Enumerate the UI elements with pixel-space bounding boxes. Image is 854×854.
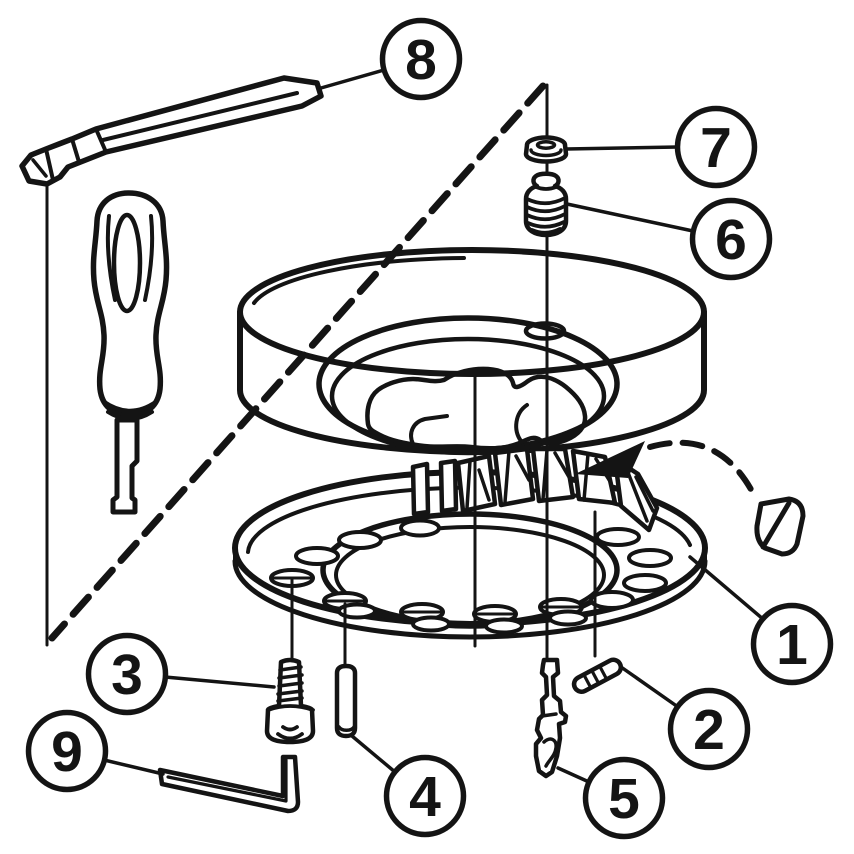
callout-7: 7	[674, 105, 758, 189]
drive-pin	[571, 657, 624, 694]
clamp-wedge	[533, 657, 569, 779]
cap-screw	[264, 657, 316, 745]
hex-key	[157, 754, 301, 814]
callout-8: 8	[379, 17, 463, 101]
callout-5: 5	[582, 756, 666, 840]
callout-6-label: 6	[715, 208, 747, 272]
set-screw	[523, 171, 569, 238]
pry-bar-tool	[19, 75, 324, 187]
callout-6: 6	[689, 197, 773, 281]
callout-5-label: 5	[608, 767, 640, 831]
callout-1: 1	[750, 602, 834, 686]
callout-2: 2	[667, 687, 751, 771]
callout-3-label: 3	[111, 643, 143, 707]
flange-ring	[232, 469, 708, 640]
callout-1-label: 1	[776, 613, 808, 677]
cutter-body	[237, 247, 707, 456]
wedge-insert	[754, 496, 806, 557]
callout-9-label: 9	[51, 720, 83, 784]
callout-7-label: 7	[700, 116, 732, 180]
callout-4-label: 4	[409, 765, 441, 829]
callout-4: 4	[383, 754, 467, 838]
callout-leaders	[102, 68, 765, 784]
alignment-dashed-line	[48, 82, 547, 642]
callout-9: 9	[25, 709, 109, 793]
lock-nut	[523, 135, 569, 164]
dowel-pin	[334, 663, 358, 739]
cam-pocket	[365, 366, 588, 451]
bolt-holes	[269, 518, 673, 635]
callout-8-label: 8	[405, 28, 437, 92]
callout-3: 3	[85, 632, 169, 716]
rotation-arrow	[575, 439, 756, 496]
screwdriver	[90, 190, 170, 515]
callout-2-label: 2	[693, 698, 725, 762]
